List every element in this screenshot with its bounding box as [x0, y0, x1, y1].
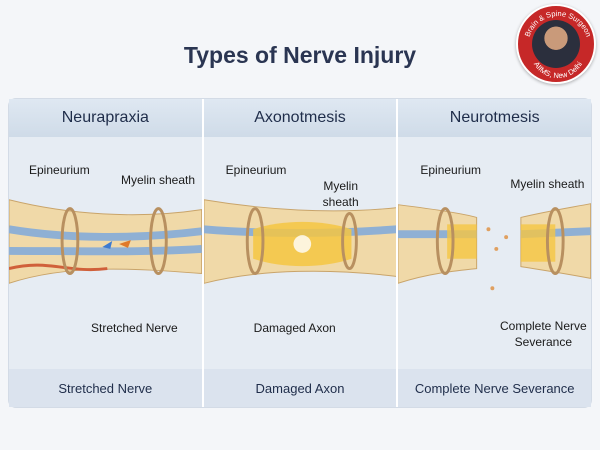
panel-heading: Neurapraxia — [9, 99, 202, 137]
label-myelin-sheath: Myelin sheath — [121, 173, 196, 187]
panel-axonotmesis: Axonotmesis Epineurium Myelin sheath Dam… — [203, 99, 399, 407]
label-myelin-sheath: Myelin sheath — [322, 179, 359, 209]
badge-top-text: Brain & Spine Surgeon — [523, 9, 594, 38]
label-stretched-nerve: Stretched Nerve — [91, 321, 178, 335]
severed-nerve-illustration — [398, 203, 592, 291]
label-epineurium: Epineurium — [420, 163, 482, 177]
panel-heading: Axonotmesis — [203, 99, 397, 137]
panel-heading: Neurotmesis — [398, 99, 592, 137]
label-myelin-sheath: Myelin sheath — [510, 177, 585, 191]
panel-footer: Damaged Axon — [203, 369, 397, 407]
svg-text:AIIMS, New Delhi: AIIMS, New Delhi — [532, 60, 584, 80]
panel-neurotmesis: Neurotmesis Epineurium Myelin sheath Com… — [398, 99, 592, 407]
panel-footer: Complete Nerve Severance — [398, 369, 592, 407]
label-epineurium: Epineurium — [29, 163, 90, 177]
panel-footer: Stretched Nerve — [9, 369, 202, 407]
panel-neurapraxia: Neurapraxia Epineurium Myelin sheath Str… — [9, 99, 204, 407]
svg-text:Brain & Spine Surgeon: Brain & Spine Surgeon — [523, 9, 594, 38]
label-damaged-axon: Damaged Axon — [253, 321, 336, 335]
page-title: Types of Nerve Injury — [183, 42, 417, 68]
damaged-axon-illustration — [203, 199, 397, 284]
label-epineurium: Epineurium — [225, 163, 287, 177]
avatar — [532, 20, 580, 68]
label-complete-severance: Complete Nerve Severance — [499, 319, 587, 349]
surgeon-badge: Brain & Spine Surgeon AIIMS, New Delhi — [516, 4, 596, 84]
stretched-nerve-illustration — [9, 199, 202, 284]
injury-panels: Neurapraxia Epineurium Myelin sheath Str… — [8, 98, 592, 408]
badge-bottom-text: AIIMS, New Delhi — [532, 60, 584, 80]
